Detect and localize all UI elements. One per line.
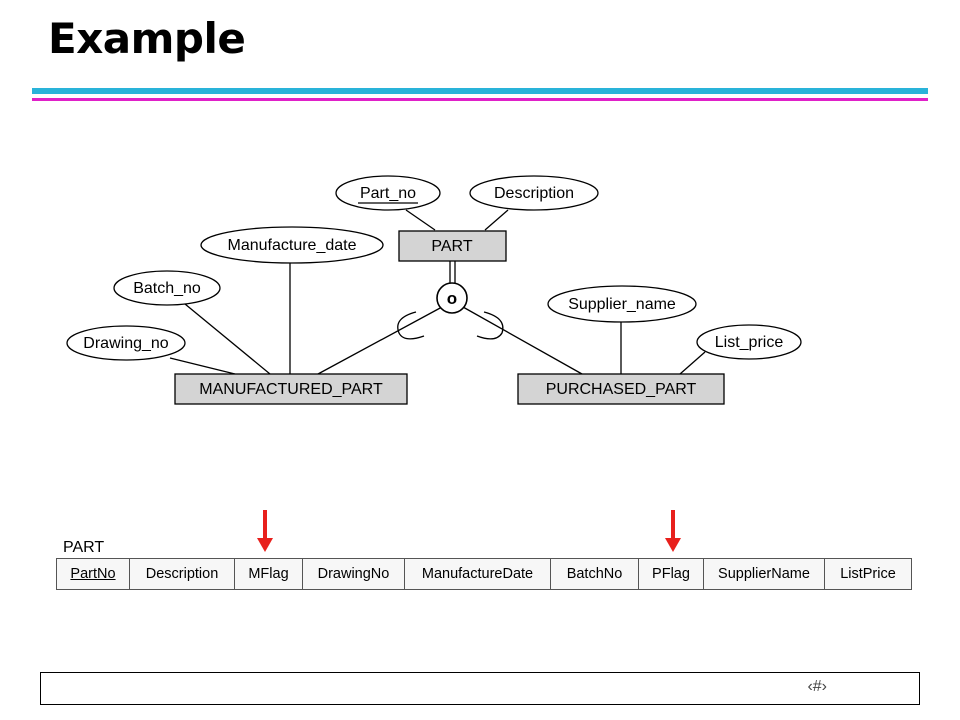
attr-oval-supplier-name bbox=[547, 285, 697, 323]
attr-manufacture-date: Manufacture_date bbox=[228, 237, 357, 254]
attr-oval-list-price bbox=[696, 324, 802, 360]
footer-bar: ‹#› bbox=[40, 672, 920, 705]
column-batchno: BatchNo bbox=[550, 558, 639, 590]
link-circle-mp bbox=[317, 306, 443, 375]
column-listprice: ListPrice bbox=[824, 558, 912, 590]
entity-box-purchased-part bbox=[517, 373, 725, 405]
attr-part-no: Part_no bbox=[360, 185, 416, 202]
attr-oval-drawing-no bbox=[66, 325, 186, 361]
column-manufacturedate: ManufactureDate bbox=[404, 558, 551, 590]
specialization-symbol: o bbox=[447, 289, 457, 308]
subset-symbol-left bbox=[397, 311, 425, 340]
attr-oval-batch-no bbox=[113, 270, 221, 306]
attr-oval-part-no bbox=[335, 175, 441, 211]
specialization-circle bbox=[436, 282, 468, 314]
column-partno: PartNo bbox=[56, 558, 130, 590]
entity-purchased-part: PURCHASED_PART bbox=[546, 381, 697, 398]
column-pflag: PFlag bbox=[638, 558, 704, 590]
relation-caption: PART bbox=[63, 539, 105, 556]
attr-supplier-name: Supplier_name bbox=[568, 296, 676, 313]
attr-oval-manufacture-date bbox=[200, 226, 384, 264]
title-rule-blue bbox=[32, 88, 928, 94]
entity-box-manufactured-part bbox=[174, 373, 408, 405]
link-circle-pp bbox=[462, 306, 583, 375]
subset-symbol-right bbox=[476, 311, 504, 340]
attr-drawing-no: Drawing_no bbox=[83, 335, 168, 352]
link-description-part bbox=[484, 209, 509, 231]
attr-list-price: List_price bbox=[715, 334, 784, 351]
slide-number: ‹#› bbox=[807, 678, 827, 695]
link-partno-part bbox=[405, 209, 436, 231]
link-listprice-pp bbox=[679, 351, 706, 375]
attr-description: Description bbox=[494, 185, 574, 202]
attr-batch-no: Batch_no bbox=[133, 280, 201, 297]
title-rule-magenta bbox=[32, 98, 928, 101]
arrow-pflag bbox=[665, 510, 681, 552]
column-description: Description bbox=[129, 558, 235, 590]
table-row: PartNo Description MFlag DrawingNo Manuf… bbox=[56, 558, 912, 590]
column-drawingno: DrawingNo bbox=[302, 558, 405, 590]
arrow-mflag bbox=[257, 510, 273, 552]
link-batchno-mp bbox=[184, 303, 271, 375]
column-mflag: MFlag bbox=[234, 558, 303, 590]
entity-manufactured-part: MANUFACTURED_PART bbox=[199, 381, 383, 398]
slide-title: Example bbox=[48, 14, 246, 63]
relation-table: PartNo Description MFlag DrawingNo Manuf… bbox=[56, 558, 912, 590]
attr-oval-description bbox=[469, 175, 599, 211]
entity-part: PART bbox=[431, 238, 472, 255]
column-suppliername: SupplierName bbox=[703, 558, 825, 590]
er-diagram: Part_no Description Manufacture_date Bat… bbox=[66, 175, 802, 405]
entity-box-part bbox=[398, 230, 507, 262]
link-drawingno-mp bbox=[169, 357, 236, 375]
